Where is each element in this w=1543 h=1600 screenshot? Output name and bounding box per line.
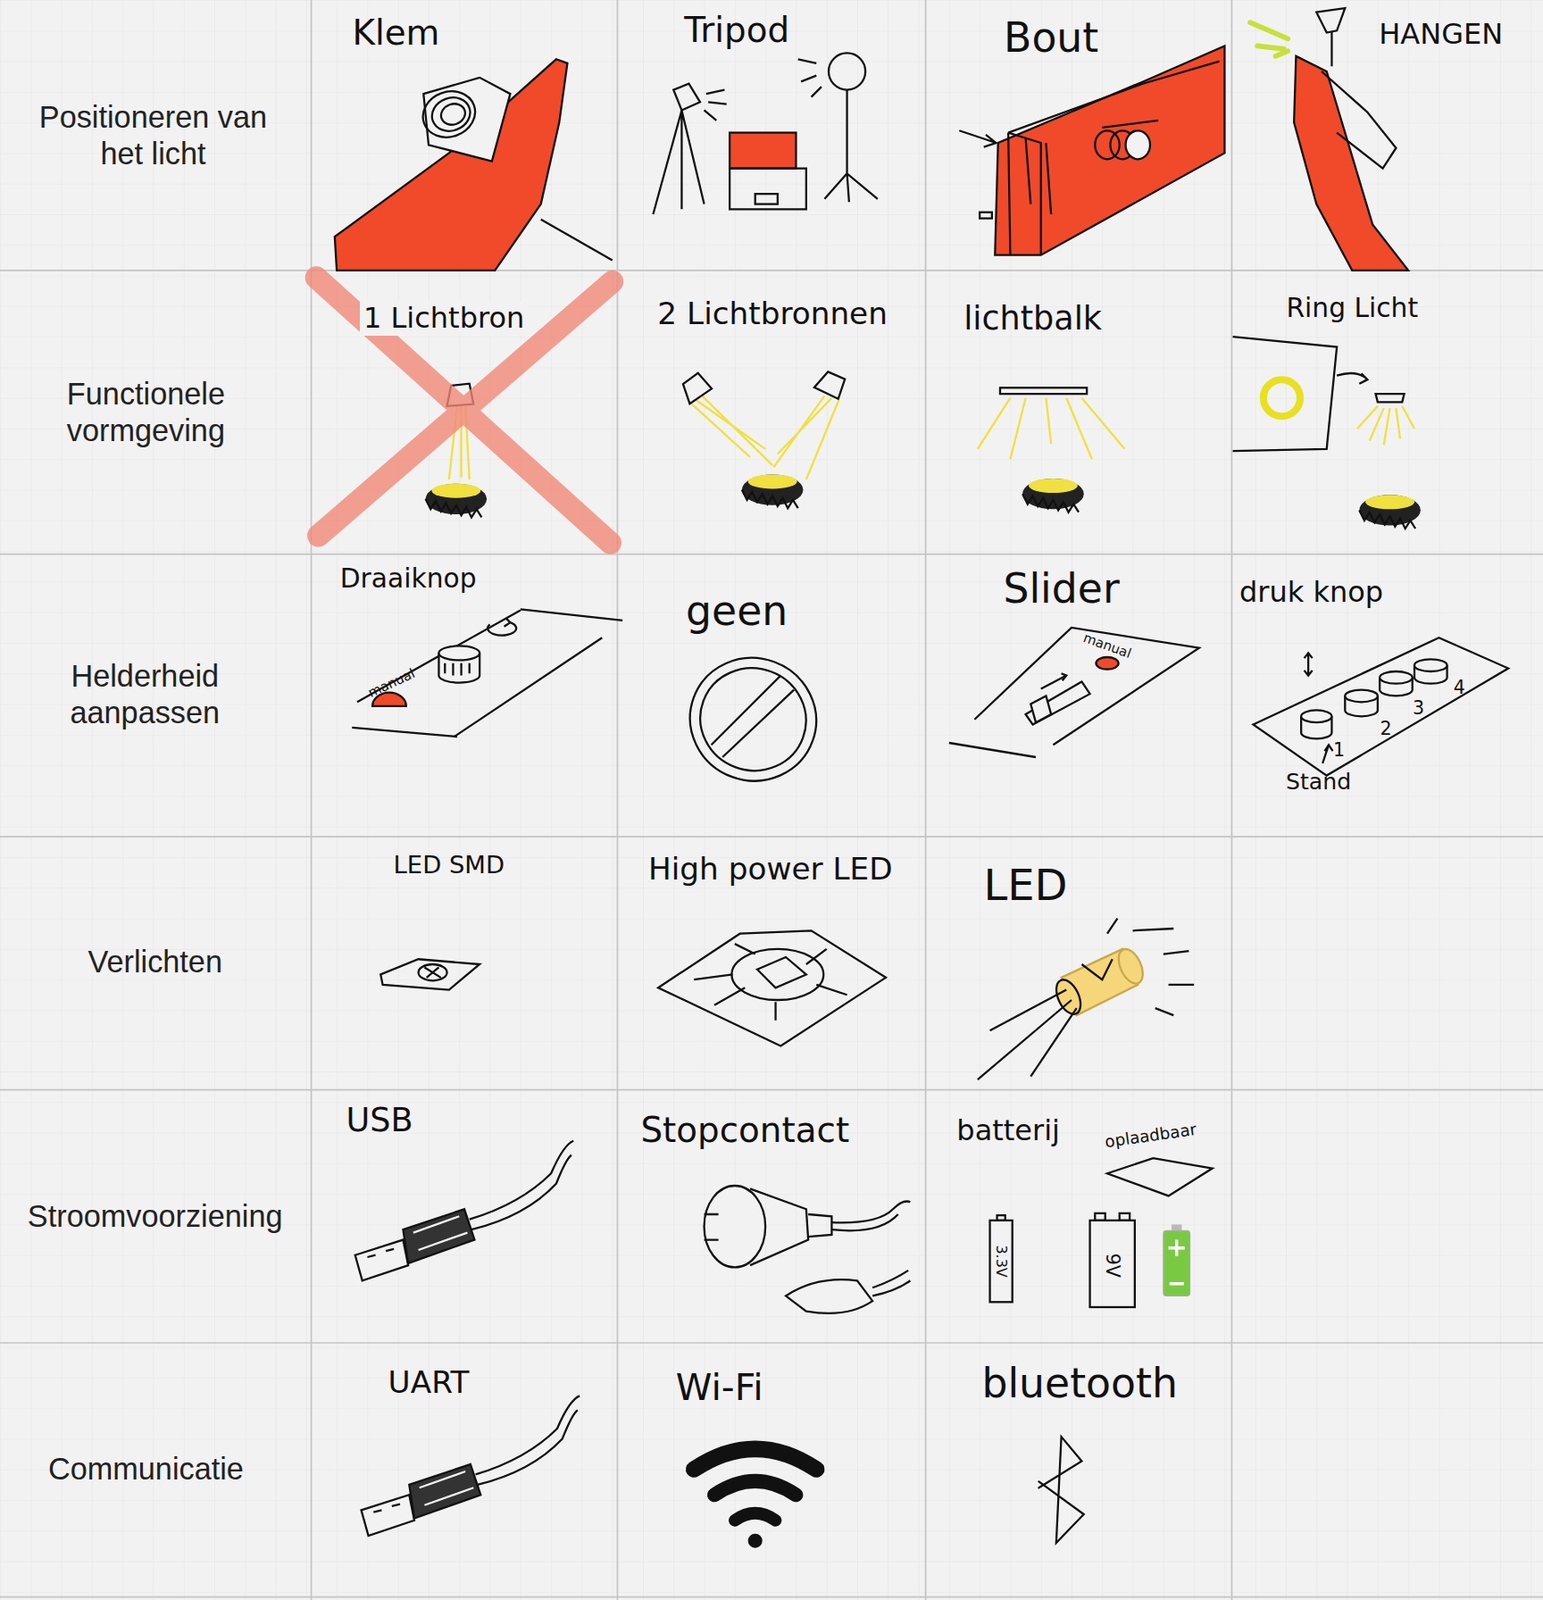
cell-label: USB — [346, 1100, 414, 1141]
cell-label: 2 Lichtbronnen — [657, 295, 888, 333]
cell-label: 1 Lichtbron — [359, 300, 528, 335]
cell-label: geen — [685, 587, 788, 637]
row-header: Communicatie — [2, 1451, 289, 1488]
row-header: Verlichten — [22, 943, 288, 981]
cell-label: bluetooth — [981, 1359, 1178, 1410]
row-header: Functionele vormgeving — [25, 375, 267, 450]
cell-label: UART — [388, 1364, 470, 1402]
button-number: 3 — [1412, 697, 1425, 720]
cell-label: Slider — [1002, 565, 1119, 615]
cell-label: High power LED — [648, 850, 893, 888]
cell-label: Stopcontact — [640, 1109, 850, 1152]
row-header: Stroomvoorziening — [1, 1198, 309, 1235]
cell-label: lichtbalk — [963, 299, 1102, 339]
battery-voltage: 9V — [1100, 1253, 1124, 1278]
cell-label: HANGEN — [1378, 16, 1503, 51]
cell-label: Wi-Fi — [675, 1366, 764, 1410]
button-label: Stand — [1285, 768, 1352, 796]
button-number: 1 — [1333, 739, 1345, 762]
battery-voltage: 3.3V — [992, 1244, 1010, 1277]
button-number: 4 — [1453, 676, 1466, 700]
row-header: Positioneren van het licht — [33, 99, 274, 173]
cell-label: LED SMD — [393, 850, 506, 881]
cell-label: Bout — [1003, 14, 1099, 64]
row-header: Helderheid aanpassen — [25, 658, 266, 732]
cell-label: Draaiknop — [340, 562, 477, 595]
button-number: 2 — [1379, 717, 1392, 741]
cell-label: Ring Licht — [1285, 291, 1418, 325]
cell-label: batterij — [956, 1113, 1060, 1148]
cell-label: Klem — [351, 12, 440, 55]
cell-label: LED — [984, 859, 1068, 912]
cell-label: Tripod — [683, 9, 790, 52]
cell-label: druk knop — [1239, 575, 1384, 609]
